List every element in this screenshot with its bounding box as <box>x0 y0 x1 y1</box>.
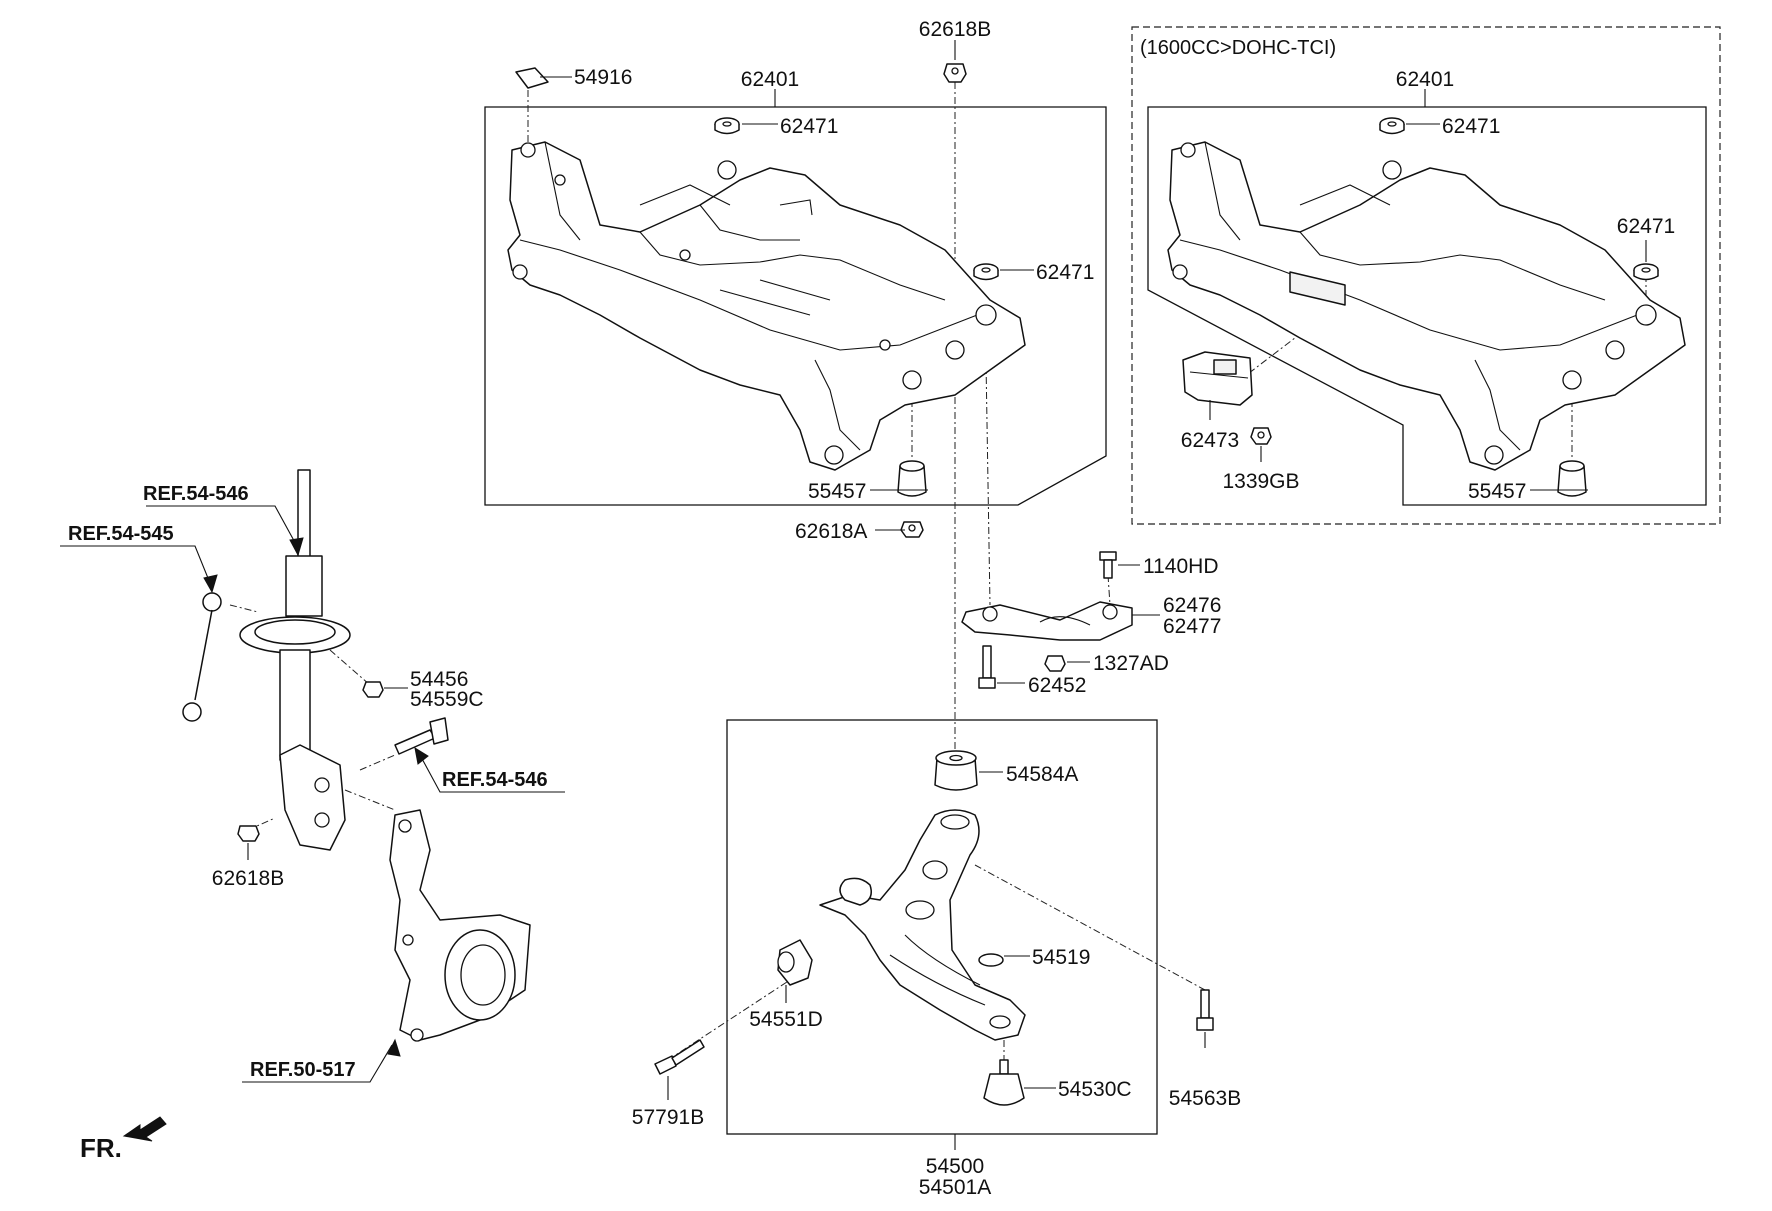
label-55457-variant: 55457 <box>1468 480 1526 503</box>
center-line-1140HD <box>1107 574 1111 606</box>
nut-1339GB[interactable] <box>1250 427 1272 445</box>
bolt-1140HD[interactable] <box>1099 551 1117 579</box>
bracket-62473[interactable] <box>1182 351 1253 406</box>
strut-bolt[interactable] <box>394 717 449 755</box>
label-62477: 62477 <box>1163 615 1221 638</box>
center-line-rear-mount <box>985 361 991 606</box>
ball-joint-54530C[interactable] <box>983 1059 1025 1106</box>
label-62473: 62473 <box>1181 429 1239 452</box>
label-54500: 54500 <box>926 1155 984 1178</box>
label-1327AD: 1327AD <box>1093 652 1169 675</box>
label-57791B: 57791B <box>632 1106 704 1129</box>
arrowhead-ref-knuckle <box>387 1038 401 1057</box>
variant-note: (1600CC>DOHC-TCI) <box>1140 37 1336 59</box>
center-line-strut-bolt <box>359 754 396 771</box>
center-line-54563B <box>974 864 1206 991</box>
label-54456: 54456 <box>410 668 468 691</box>
label-62452: 62452 <box>1028 674 1086 697</box>
bushing-54551D[interactable] <box>777 939 813 986</box>
mounting-plate-62476-62477[interactable] <box>961 601 1133 641</box>
label-62618B-top: 62618B <box>919 18 991 41</box>
ring-54519[interactable] <box>978 953 1004 967</box>
label-62471-main-top: 62471 <box>780 115 838 138</box>
ref-stabilizer-link[interactable]: REF.54-545 <box>68 523 174 545</box>
label-62476: 62476 <box>1163 594 1221 617</box>
variant-crossmember-box <box>1147 106 1707 506</box>
label-54584A: 54584A <box>1006 763 1078 786</box>
label-62471-variant-top: 62471 <box>1442 115 1500 138</box>
label-62401-variant: 62401 <box>1396 68 1454 91</box>
bushing-62471-variant-rear[interactable] <box>1633 263 1659 281</box>
bushing-54584A[interactable] <box>934 750 978 791</box>
ref-strut-bolt[interactable]: REF.54-546 <box>442 769 548 791</box>
label-62401-main: 62401 <box>741 68 799 91</box>
bushing-62471-main-rear[interactable] <box>973 263 999 281</box>
ref-strut-upper[interactable]: REF.54-546 <box>143 483 249 505</box>
label-1339GB: 1339GB <box>1222 470 1299 493</box>
label-54519: 54519 <box>1032 946 1090 969</box>
center-line-stab-link <box>229 604 259 613</box>
center-line-strut-nut <box>329 649 371 686</box>
label-54551D: 54551D <box>749 1008 823 1031</box>
lower-control-arm[interactable] <box>819 809 1026 1041</box>
bolt-54563B[interactable] <box>1196 989 1214 1031</box>
front-indicator: FR. <box>80 1133 122 1163</box>
bolt-57791B[interactable] <box>654 1039 705 1075</box>
bushing-62471-variant-top[interactable] <box>1379 117 1405 135</box>
label-55457-main: 55457 <box>808 480 866 503</box>
nut-62618B-strut[interactable] <box>237 825 260 842</box>
ref-knuckle[interactable]: REF.50-517 <box>250 1059 356 1081</box>
lower-arm-assembly-box <box>726 719 1158 1135</box>
label-62471-variant-rear: 62471 <box>1617 215 1675 238</box>
center-line-knuckle <box>344 789 396 811</box>
arrowhead-ref-strut-upper <box>289 537 304 557</box>
variant-dashed-box <box>1131 26 1721 525</box>
nut-54456[interactable] <box>362 681 384 698</box>
bushing-55457-variant[interactable] <box>1557 460 1587 497</box>
label-62618A: 62618A <box>795 520 867 543</box>
strut-assembly[interactable] <box>239 469 351 851</box>
stabilizer-link[interactable] <box>182 592 222 722</box>
bushing-62471-main-top[interactable] <box>714 117 740 135</box>
nut-1327AD[interactable] <box>1044 655 1066 672</box>
bolt-62452[interactable] <box>978 645 996 689</box>
label-54916: 54916 <box>574 66 632 89</box>
label-1140HD: 1140HD <box>1143 555 1219 578</box>
steering-knuckle[interactable] <box>389 809 531 1042</box>
label-54563B: 54563B <box>1169 1087 1241 1110</box>
label-54559C: 54559C <box>410 688 484 711</box>
label-62471-main-rear: 62471 <box>1036 261 1094 284</box>
crossmember-assembly-box <box>484 106 1107 506</box>
label-54530C: 54530C <box>1058 1078 1132 1101</box>
nut-62618B-top[interactable] <box>943 63 967 83</box>
pad-54916[interactable] <box>515 67 549 89</box>
center-line-57791B <box>667 979 791 1061</box>
arrowhead-ref-stab-link <box>203 574 218 594</box>
label-62618B-strut: 62618B <box>212 867 284 890</box>
bushing-55457-main[interactable] <box>897 460 927 497</box>
arrowhead-ref-strut-bolt <box>414 746 429 765</box>
front-crossmember-variant[interactable] <box>1167 141 1686 471</box>
nut-62618A[interactable] <box>900 521 924 538</box>
label-54501A: 54501A <box>919 1176 991 1199</box>
front-arrow-icon <box>122 1116 167 1142</box>
leader-lines <box>60 40 1647 1150</box>
front-crossmember-main[interactable] <box>507 141 1026 471</box>
